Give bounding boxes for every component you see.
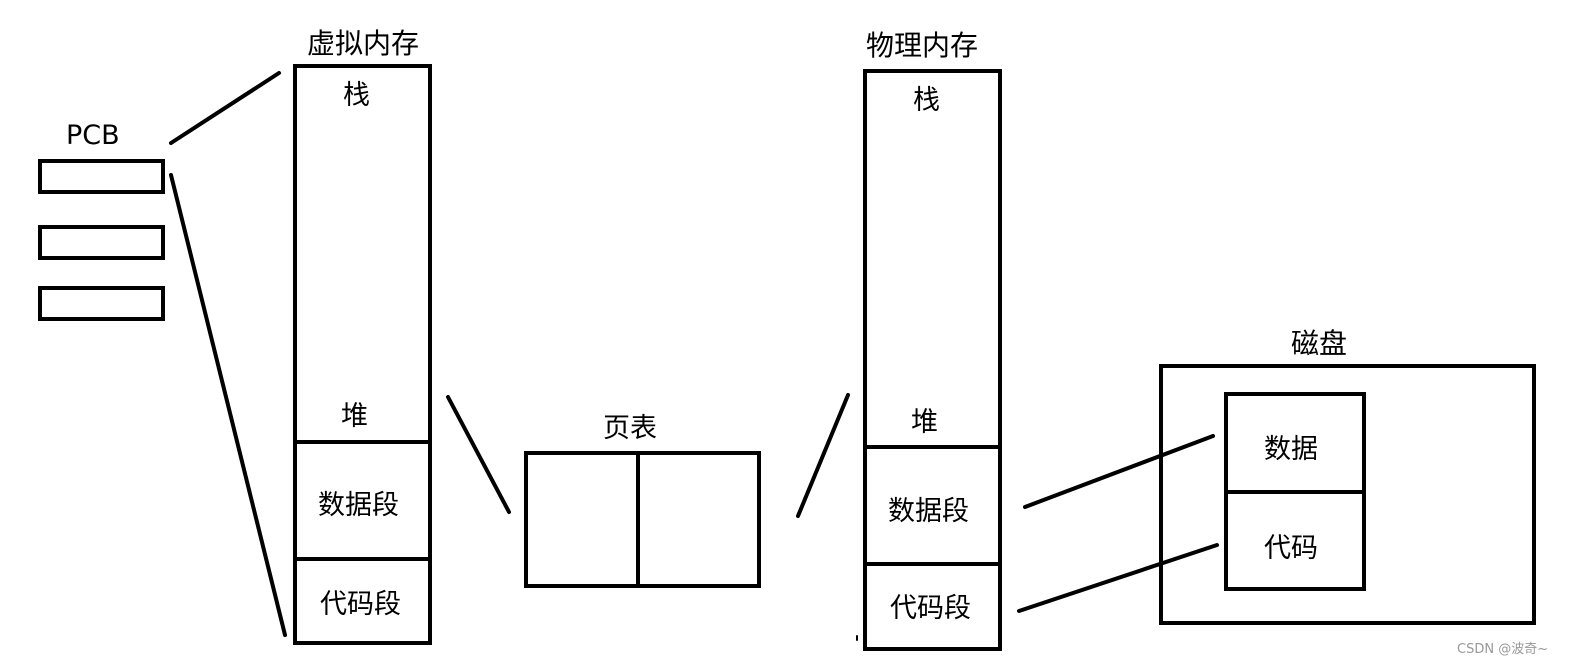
physical-memory-code-segment-label: 代码段 <box>890 593 971 624</box>
pm-code-to-disk-code-line <box>1017 543 1219 613</box>
disk-code-label: 代码 <box>1264 533 1318 564</box>
virtual-memory-group: 虚拟内存 栈 堆 数据段 代码段 <box>293 27 432 645</box>
physical-memory-group: 物理内存 栈 堆 数据段 代码段 <box>856 29 1002 651</box>
virtual-memory-code-segment-label: 代码段 <box>320 589 401 620</box>
pcb-to-vm-top-line <box>169 71 281 145</box>
physical-memory-stack-label: 栈 <box>913 85 940 116</box>
virtual-memory-heap-label: 堆 <box>341 401 368 432</box>
virtual-memory-stack-label: 栈 <box>343 80 370 111</box>
pcb-slot-3 <box>38 286 165 321</box>
disk-group: 磁盘 数据 代码 <box>1159 327 1536 625</box>
pcb-title: PCB <box>66 120 120 151</box>
vm-to-page-table-line <box>446 395 511 514</box>
physical-memory-title: 物理内存 <box>866 29 978 62</box>
page-table-title: 页表 <box>603 413 657 444</box>
page-table-group: 页表 <box>524 413 761 588</box>
virtual-memory-title: 虚拟内存 <box>307 27 419 60</box>
page-table-box <box>524 451 761 588</box>
disk-box <box>1159 364 1536 625</box>
page-table-to-pm-line <box>796 393 850 518</box>
pcb-slot-2 <box>38 225 165 260</box>
virtual-memory-box <box>293 64 432 645</box>
virtual-memory-data-segment-label: 数据段 <box>318 490 399 521</box>
physical-memory-data-segment-label: 数据段 <box>888 496 969 527</box>
pcb-group: PCB <box>38 120 165 321</box>
physical-memory-box <box>863 69 1002 651</box>
physical-memory-heap-label: 堆 <box>911 407 938 438</box>
pm-data-to-disk-data-line <box>1023 434 1215 509</box>
watermark-text: CSDN @波奇~ <box>1457 641 1548 657</box>
disk-title: 磁盘 <box>1291 327 1347 360</box>
disk-data-label: 数据 <box>1264 434 1318 465</box>
pcb-to-vm-bottom-line <box>169 173 287 637</box>
pcb-slot-1 <box>38 159 165 194</box>
